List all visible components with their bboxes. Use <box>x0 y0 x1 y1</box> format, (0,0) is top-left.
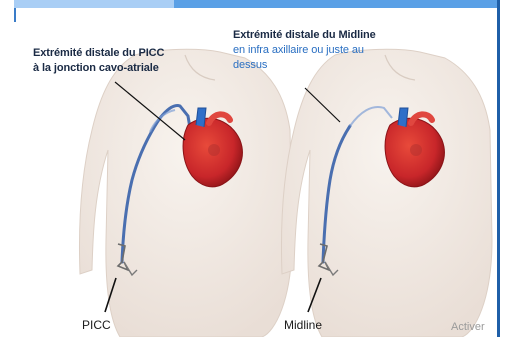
right-label-line1: Extrémité distale du Midline <box>233 28 376 42</box>
left-label-line1: Extrémité distale du PICC <box>33 46 164 60</box>
picc-label: PICC <box>82 318 111 332</box>
right-label-line3: dessus <box>233 58 267 72</box>
right-torso <box>282 49 493 337</box>
activation-watermark: Activer <box>451 321 485 333</box>
left-label-line2: à la jonction cavo-atriale <box>33 61 159 75</box>
midline-label: Midline <box>284 318 322 332</box>
right-label-line2: en infra axillaire ou juste au <box>233 43 364 57</box>
